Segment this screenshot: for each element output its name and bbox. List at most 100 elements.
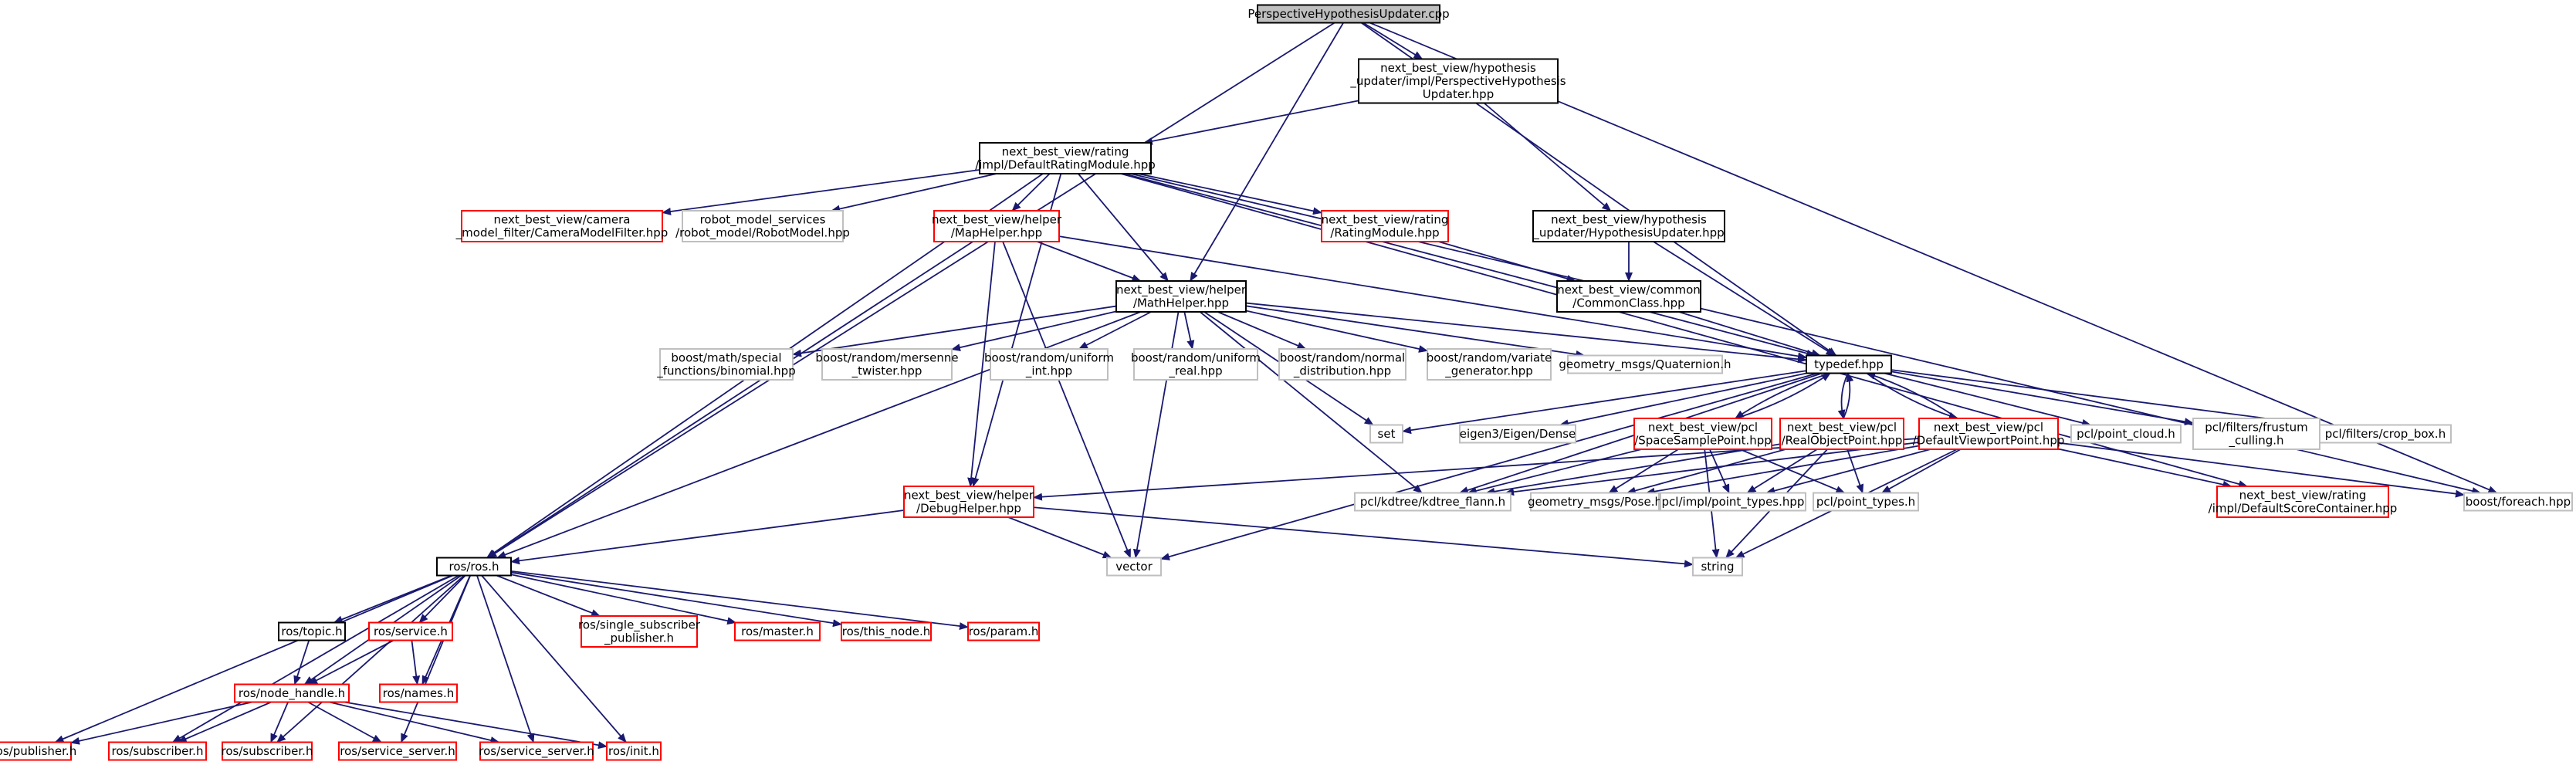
node-service_server2[interactable]: ros/service_server.h (479, 741, 594, 761)
node-label: Updater.hpp (1423, 87, 1494, 101)
edge-math_helper-to-binomial (792, 305, 1117, 357)
node-label: next_best_view/rating (1322, 213, 1449, 228)
edge-real_object-to-pose (1626, 449, 1786, 495)
edge-space_sample-to-typedef (1735, 372, 1831, 419)
edge-space_sample-to-pose (1608, 449, 1679, 494)
edge-debug_helper-to-string (1033, 506, 1694, 568)
edge-service-to-names (411, 640, 421, 685)
node-rating_module[interactable]: next_best_view/rating/RatingModule.hpp (1321, 210, 1449, 242)
edge-topic-to-node_handle (293, 640, 310, 685)
node-topic[interactable]: ros/topic.h (278, 621, 346, 641)
node-label: /DebugHelper.hpp (916, 502, 1021, 516)
node-root[interactable]: PerspectiveHypothesisUpdater.cpp (1247, 4, 1450, 24)
node-label: /robot_model/RobotModel.hpp (675, 226, 850, 241)
node-cam_filter[interactable]: next_best_view/camera_model_filter/Camer… (455, 210, 669, 242)
node-label: next_best_view/pcl (1648, 421, 1758, 435)
node-subscriber[interactable]: ros/subscriber.h (108, 741, 207, 761)
edge-default_viewport-to-impl_point_types (1765, 449, 1931, 495)
node-common_class[interactable]: next_best_view/common/CommonClass.hpp (1556, 280, 1701, 313)
edge-drm_impl-to-robot_model (831, 173, 997, 213)
edge-real_object-to-impl_point_types (1746, 449, 1818, 494)
node-label: /CommonClass.hpp (1572, 296, 1684, 310)
node-label: geometry_msgs/Pose.h (1528, 495, 1662, 509)
node-master[interactable]: ros/master.h (734, 621, 821, 641)
node-param[interactable]: ros/param.h (967, 621, 1040, 641)
edge-phu_impl-to-hyp_upd (1483, 102, 1612, 212)
node-label: next_best_view/pcl (1934, 421, 2043, 435)
node-box (1106, 557, 1162, 577)
node-binomial: boost/math/special_functions/binomial.hp… (656, 348, 796, 381)
node-label: boost/random/uniform (1131, 351, 1261, 365)
node-label: ros/node_handle.h (239, 686, 345, 701)
node-box (821, 348, 953, 381)
node-single_sub[interactable]: ros/single_subscriber_publisher.h (578, 615, 701, 648)
node-box (1321, 210, 1449, 242)
node-label: _functions/binomial.hpp (656, 364, 795, 379)
node-box (108, 741, 207, 761)
edge-ros_h-to-service_server2 (476, 575, 535, 743)
node-box (1692, 557, 1743, 577)
node-hyp_upd[interactable]: next_best_view/hypothesis_updater/Hypoth… (1532, 210, 1725, 242)
edge-math_helper-to-uniform_int (1078, 311, 1152, 350)
node-box (1369, 424, 1403, 444)
node-drm_impl[interactable]: next_best_view/rating/impl/DefaultRating… (975, 142, 1156, 174)
edge-ros_h-to-subscriber (171, 574, 459, 743)
node-box (1354, 492, 1511, 512)
edge-default_viewport-to-typedef (1866, 372, 1958, 419)
node-string: string (1692, 557, 1743, 577)
node-map_helper[interactable]: next_best_view/helper/MapHelper.hpp (932, 210, 1062, 242)
node-debug_helper[interactable]: next_best_view/helper/DebugHelper.hpp (903, 486, 1034, 518)
node-real_object[interactable]: next_best_view/pcl/RealObjectPoint.hpp (1779, 418, 1904, 450)
node-label: next_best_view/rating (2239, 489, 2367, 503)
node-box (0, 741, 72, 761)
edge-ros_h-to-publisher (54, 574, 453, 743)
node-label: boost/random/variate (1427, 351, 1552, 365)
edge-math_helper-to-normal_dist (1217, 311, 1307, 350)
edge-typedef-to-point_cloud (1884, 372, 2092, 427)
node-box (933, 210, 1060, 242)
node-label: boost/foreach.hpp (2466, 495, 2571, 509)
node-node_handle[interactable]: ros/node_handle.h (234, 683, 350, 703)
node-box (2192, 418, 2320, 450)
edge-ros_h-to-topic (333, 574, 452, 624)
node-label: ros/master.h (741, 625, 814, 638)
edge-node_handle-to-service_server (307, 701, 382, 743)
node-label: geometry_msgs/Quaternion.h (1559, 357, 1731, 372)
node-names[interactable]: ros/names.h (379, 683, 458, 703)
edge-typedef-to-real_object (1837, 373, 1849, 419)
node-label: ros/service.h (374, 625, 448, 638)
node-space_sample[interactable]: next_best_view/pcl/SpaceSamplePoint.hpp (1633, 418, 1772, 450)
node-label: next_best_view/helper (904, 489, 1034, 503)
edge-ros_h-to-this_node (510, 571, 842, 628)
node-math_helper[interactable]: next_best_view/helper/MathHelper.hpp (1115, 280, 1247, 313)
node-label: /RealObjectPoint.hpp (1782, 434, 1903, 448)
node-this_node[interactable]: ros/this_node.h (841, 621, 932, 641)
node-phu_impl[interactable]: next_best_view/hypothesis_updater/impl/P… (1349, 58, 1566, 104)
node-default_viewport[interactable]: next_best_view/pcl/DefaultViewportPoint.… (1913, 418, 2065, 450)
node-ros_h[interactable]: ros/ros.h (436, 557, 512, 577)
node-subscriber2[interactable]: ros/subscriber.h (222, 741, 313, 761)
edge-math_helper-to-vector (1132, 311, 1180, 559)
edge-debug_helper-to-vector (1007, 516, 1112, 559)
node-publisher[interactable]: ros/publisher.h (0, 741, 76, 761)
node-service_server[interactable]: ros/service_server.h (338, 741, 457, 761)
node-label: set (1378, 427, 1396, 441)
node-label: /impl/DefaultRatingModule.hpp (975, 158, 1156, 172)
edge-math_helper-to-variate_gen (1245, 310, 1428, 353)
edge-ros_h-to-single_sub (496, 574, 601, 617)
node-typedef[interactable]: typedef.hpp (1806, 354, 1892, 374)
edge-rating_module-to-common_class (1438, 241, 1576, 283)
node-uniform_int: boost/random/uniform_int.hpp (984, 348, 1114, 381)
node-vector: vector (1106, 557, 1162, 577)
node-uniform_real: boost/random/uniform_real.hpp (1131, 348, 1261, 381)
node-default_score[interactable]: next_best_view/rating/impl/DefaultScoreC… (2209, 486, 2398, 518)
node-label: _culling.h (2228, 434, 2283, 449)
node-label: pcl/point_types.h (1816, 495, 1915, 509)
node-mersenne: boost/random/mersenne_twister.hpp (815, 348, 959, 381)
node-box (659, 348, 794, 381)
node-service[interactable]: ros/service.h (368, 621, 453, 641)
edge-space_sample-to-point_types (1739, 449, 1846, 494)
node-box (1918, 418, 2059, 450)
node-init[interactable]: ros/init.h (606, 741, 662, 761)
